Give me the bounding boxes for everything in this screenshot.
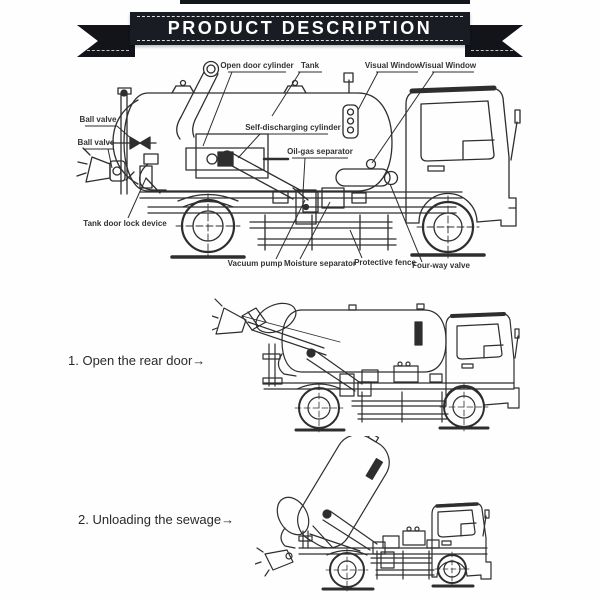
label-ball-valve-1: Ball valve bbox=[79, 115, 117, 124]
label-tank: Tank bbox=[300, 61, 320, 70]
label-visual-window-1: Visual Window bbox=[364, 61, 422, 70]
label-ball-valve-2: Ball valve bbox=[77, 138, 115, 147]
ribbon-tail-right bbox=[465, 25, 523, 57]
label-oil-gas-separator: Oil-gas separator bbox=[287, 147, 353, 156]
label-four-way-valve: Four-way valve bbox=[412, 261, 470, 270]
label-visual-window-2: Visual Window bbox=[419, 61, 477, 70]
truck-unloading-illustration bbox=[255, 436, 492, 592]
label-protective-fence: Protective fence bbox=[354, 258, 416, 267]
label-vacuum-pump: Vacuum pump bbox=[227, 259, 283, 268]
ribbon-tail-left bbox=[77, 25, 135, 57]
truck-rear-door-open-illustration bbox=[212, 298, 520, 433]
label-tank-door-lock-device: Tank door lock device bbox=[83, 219, 167, 228]
banner-band: PRODUCT DESCRIPTION bbox=[130, 12, 470, 45]
step-2-caption: 2. Unloading the sewage→ bbox=[78, 512, 235, 527]
truck-side-view-drawing bbox=[76, 60, 521, 263]
banner-top-strip bbox=[180, 0, 470, 4]
step-1-caption: 1. Open the rear door→ bbox=[68, 353, 206, 368]
label-self-discharging-cylinder: Self-discharging cylinder bbox=[245, 123, 341, 132]
labeled-truck-diagram: Open door cylinder Tank Visual Window Vi… bbox=[60, 60, 600, 280]
label-open-door-cylinder: Open door cylinder bbox=[220, 61, 294, 70]
banner-title: PRODUCT DESCRIPTION bbox=[167, 18, 433, 38]
label-moisture-separator: Moisture separator bbox=[283, 259, 357, 268]
stitch-line bbox=[87, 50, 129, 51]
stitch-line bbox=[471, 50, 513, 51]
stitch-border bbox=[137, 16, 463, 41]
